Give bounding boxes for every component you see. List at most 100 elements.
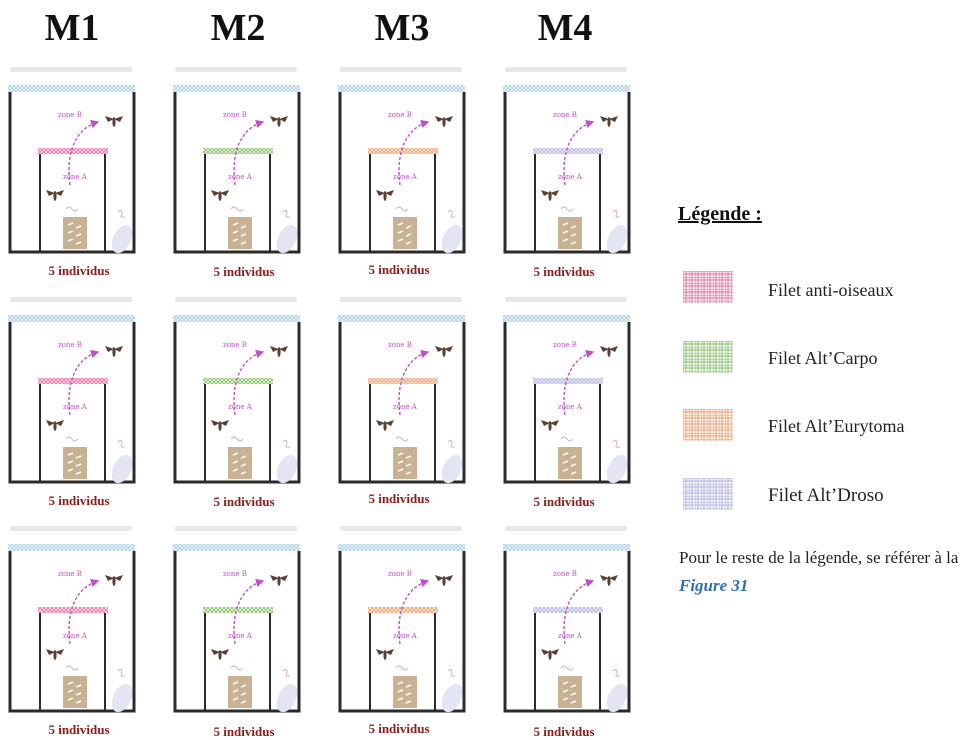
dispersal-arrow bbox=[563, 119, 595, 186]
cage-frame bbox=[173, 92, 301, 254]
dispersal-arrow bbox=[68, 119, 100, 186]
count-label-r2-m1: 5 individus bbox=[48, 493, 110, 508]
figure-reference-link[interactable]: Figure 31 bbox=[679, 576, 749, 595]
moth-icon bbox=[600, 346, 618, 357]
top-net bbox=[8, 315, 135, 322]
zone-b-label: zone B bbox=[553, 111, 577, 119]
emergence-box bbox=[63, 447, 87, 479]
larva-mark bbox=[562, 222, 577, 229]
zone-b-label: zone B bbox=[223, 341, 247, 349]
legend-label-alt-droso: Filet Alt’Droso bbox=[768, 485, 884, 506]
column-title-m1: M1 bbox=[44, 7, 100, 49]
water-bottle-icon bbox=[441, 683, 463, 713]
moth-icon bbox=[541, 649, 559, 660]
small-swirl-icon bbox=[117, 439, 126, 448]
emergence-swirl-icon bbox=[65, 206, 79, 212]
water-bottle-icon bbox=[441, 224, 463, 254]
larva-mark bbox=[67, 689, 82, 696]
top-net bbox=[173, 315, 300, 322]
emergence-box bbox=[228, 447, 252, 479]
zone-b-label: zone B bbox=[388, 570, 412, 578]
legend-swatch-alt-carpo bbox=[683, 341, 733, 373]
larva-mark bbox=[67, 697, 82, 704]
water-bottle-icon bbox=[606, 454, 628, 484]
water-bottle-icon bbox=[606, 683, 628, 713]
emergence-box bbox=[558, 676, 582, 708]
water-bottle-icon bbox=[441, 454, 463, 484]
moth-icon bbox=[541, 190, 559, 201]
top-net bbox=[338, 544, 465, 551]
emergence-box bbox=[558, 447, 582, 479]
cage-frame bbox=[503, 322, 631, 484]
emergence-swirl-icon bbox=[560, 436, 574, 442]
legend-swatch-anti-oiseaux bbox=[683, 271, 733, 303]
zone-a-label: zone A bbox=[228, 632, 253, 640]
zone-b-label: zone B bbox=[388, 341, 412, 349]
legend-note-text: Pour le reste de la légende, se référer … bbox=[679, 548, 959, 567]
larva-mark bbox=[67, 452, 82, 459]
emergence-swirl-icon bbox=[65, 436, 79, 442]
column-title-m2: M2 bbox=[210, 7, 266, 49]
larva-mark bbox=[562, 681, 577, 688]
top-net bbox=[338, 85, 465, 92]
zone-b-label: zone B bbox=[553, 341, 577, 349]
zone-a-label: zone A bbox=[393, 403, 418, 411]
zone-a-label: zone A bbox=[393, 173, 418, 181]
small-swirl-icon bbox=[282, 668, 291, 677]
larva-mark bbox=[232, 681, 247, 688]
zone-b-label: zone B bbox=[388, 111, 412, 119]
larva-mark bbox=[232, 238, 247, 245]
legend-swatch-alt-eurytoma bbox=[683, 409, 733, 441]
moth-icon bbox=[211, 649, 229, 660]
larva-mark bbox=[562, 460, 577, 467]
moth-icon bbox=[211, 420, 229, 431]
emergence-swirl-icon bbox=[230, 206, 244, 212]
larva-mark bbox=[232, 222, 247, 229]
cage-lid bbox=[10, 297, 132, 302]
legend-label-alt-eurytoma: Filet Alt’Eurytoma bbox=[768, 416, 905, 436]
larva-mark bbox=[397, 452, 412, 459]
top-net bbox=[503, 315, 630, 322]
zone-a-label: zone A bbox=[63, 403, 88, 411]
small-swirl-icon bbox=[447, 439, 456, 448]
cage-frame bbox=[338, 551, 466, 713]
zone-a-label: zone A bbox=[63, 632, 88, 640]
cage-frame bbox=[338, 92, 466, 254]
emergence-swirl-icon bbox=[560, 206, 574, 212]
small-swirl-icon bbox=[612, 209, 621, 218]
larva-mark bbox=[397, 460, 412, 467]
inner-net bbox=[38, 607, 108, 613]
water-bottle-icon bbox=[111, 454, 133, 484]
water-bottle-icon bbox=[276, 224, 298, 254]
larva-mark bbox=[562, 697, 577, 704]
top-net bbox=[338, 315, 465, 322]
cage-r1-m3: zone B zone A bbox=[338, 67, 466, 254]
larva-mark bbox=[562, 452, 577, 459]
legend-swatch-alt-droso bbox=[683, 478, 733, 510]
larva-mark bbox=[397, 468, 412, 475]
water-bottle-icon bbox=[276, 454, 298, 484]
dispersal-arrow bbox=[68, 349, 100, 416]
inner-net bbox=[203, 378, 273, 384]
moth-icon bbox=[600, 116, 618, 127]
dispersal-arrow bbox=[233, 119, 265, 186]
zone-b-label: zone B bbox=[223, 570, 247, 578]
larva-mark bbox=[562, 238, 577, 245]
legend-label-alt-carpo: Filet Alt’Carpo bbox=[768, 348, 878, 368]
cage-r2-m3: zone B zone A bbox=[338, 297, 466, 484]
emergence-swirl-icon bbox=[230, 665, 244, 671]
inner-net bbox=[368, 148, 438, 154]
water-bottle-icon bbox=[276, 683, 298, 713]
small-swirl-icon bbox=[117, 668, 126, 677]
larva-mark bbox=[232, 697, 247, 704]
moth-icon bbox=[270, 116, 288, 127]
top-net bbox=[503, 85, 630, 92]
emergence-box bbox=[393, 676, 417, 708]
larva-mark bbox=[397, 697, 412, 704]
zone-a-label: zone A bbox=[228, 173, 253, 181]
legend-label-anti-oiseaux: Filet anti-oiseaux bbox=[768, 280, 894, 300]
zone-a-label: zone A bbox=[228, 403, 253, 411]
